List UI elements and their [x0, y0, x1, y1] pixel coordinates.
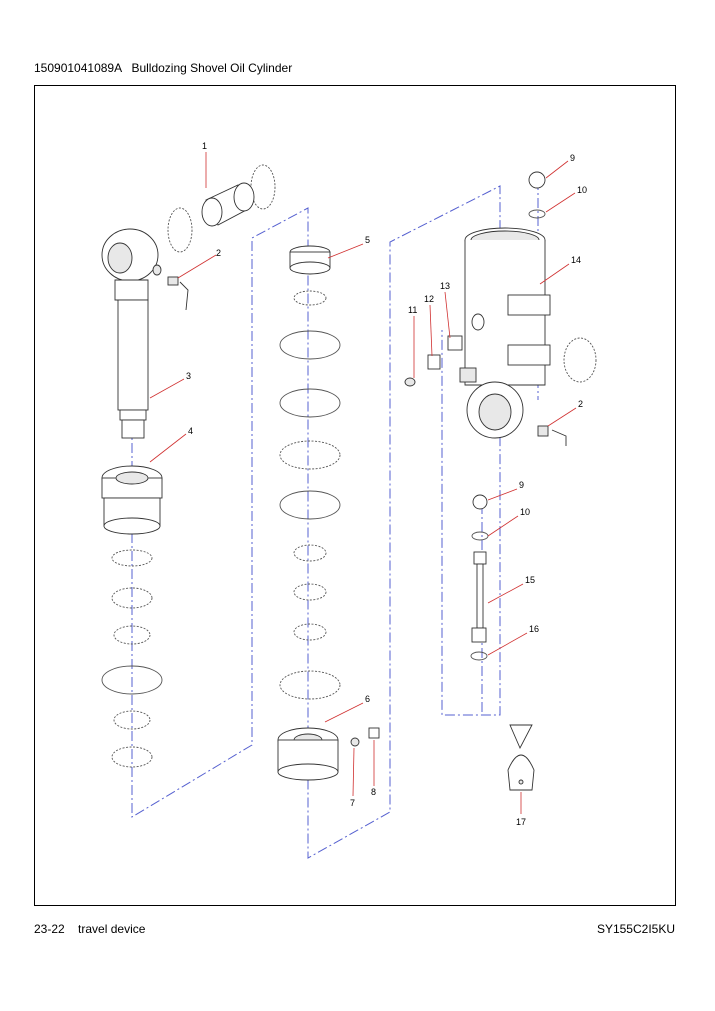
page-number: 23-22: [34, 922, 65, 936]
drawing-frame: [34, 85, 676, 906]
callout-9-lower: 9: [519, 480, 524, 490]
callout-16: 16: [529, 624, 539, 634]
callout-7: 7: [350, 798, 355, 808]
part-5-guide-ring: [289, 245, 331, 275]
callout-1: 1: [202, 141, 207, 151]
callout-2-left: 2: [216, 248, 221, 258]
model-number: SY155C2I5KU: [596, 922, 675, 936]
callout-17: 17: [516, 817, 526, 827]
callout-4: 4: [188, 426, 193, 436]
part-2-grease-nipple-right: [537, 425, 567, 446]
callout-12: 12: [424, 294, 434, 304]
callout-10-lower: 10: [520, 507, 530, 517]
part-3-piston-rod: [101, 228, 162, 439]
drawing-title: Bulldozing Shovel Oil Cylinder: [131, 61, 293, 75]
callout-labels: 1 2 3 4 5 6 7 8 9 10 11 12 13 14 2 9 10 …: [186, 141, 587, 827]
callout-9-top: 9: [570, 153, 575, 163]
part-6-piston: [277, 727, 339, 781]
callout-15: 15: [525, 575, 535, 585]
section-name: travel device: [78, 922, 146, 936]
part-1-bushing: [167, 164, 276, 253]
callout-14: 14: [571, 255, 581, 265]
parts-9-10-15-16-pipe: [470, 494, 489, 661]
parts-11-12-13-clamp: [404, 313, 485, 387]
part-17-warning-tag: [507, 724, 535, 791]
callout-2-right: 2: [578, 399, 583, 409]
callout-11: 11: [408, 305, 417, 315]
page-header: 150901041089A Bulldozing Shovel Oil Cyli…: [34, 61, 292, 75]
callout-3: 3: [186, 371, 191, 381]
callout-10-top: 10: [577, 185, 587, 195]
parts-9-10-top: [528, 171, 546, 219]
left-seal-stack: [101, 549, 163, 768]
callout-13: 13: [440, 281, 450, 291]
part-14-cylinder-tube: [459, 227, 597, 439]
part-2-grease-nipple-left: [167, 276, 189, 311]
middle-seal-stack: [279, 290, 341, 700]
callout-5: 5: [365, 235, 370, 245]
part-7-8-set-screw: [350, 727, 380, 747]
callout-8: 8: [371, 787, 376, 797]
callout-leaders: [149, 152, 577, 814]
callout-6: 6: [365, 694, 370, 704]
part-number: 150901041089A: [34, 61, 122, 75]
footer-left: 23-22 travel device: [34, 922, 145, 936]
part-4-cylinder-head: [101, 465, 163, 535]
